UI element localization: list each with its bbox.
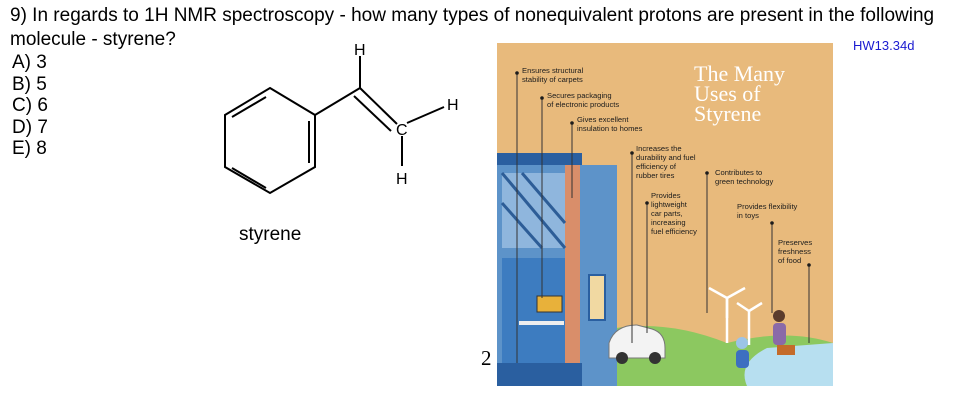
label-green-1: Contributes to [715, 168, 762, 177]
molecule-name: styrene [239, 224, 302, 245]
label-carpets-1: Ensures structural [522, 66, 584, 75]
atom-h-bottom: H [396, 171, 408, 188]
page-number: 2 [481, 346, 492, 370]
label-carparts-3: car parts, [651, 209, 683, 218]
label-packaging-1: Secures packaging [547, 91, 612, 100]
label-tires-4: rubber tires [636, 171, 675, 180]
house-roof [497, 153, 582, 165]
ring-double-bond-2 [231, 167, 267, 189]
car [608, 324, 666, 364]
choice-b: B) 5 [12, 73, 47, 95]
leader-lines [516, 73, 810, 363]
desk [519, 321, 564, 325]
label-tires-3: efficiency of [636, 162, 677, 171]
choice-e: E) 8 [12, 138, 47, 159]
label-carparts-5: fuel efficiency [651, 227, 697, 236]
atom-h-top: H [354, 42, 366, 59]
path [744, 343, 833, 386]
label-toys-2: in toys [737, 211, 759, 220]
bond-double-line [353, 95, 392, 132]
label-carparts-2: lightweight [651, 200, 688, 209]
wind-turbines [708, 286, 763, 345]
label-insulation-1: Gives excellent [577, 115, 629, 124]
label-carpets-2: stability of carpets [522, 75, 583, 84]
benzene-ring [224, 86, 316, 195]
label-food-1: Preserves [778, 238, 812, 247]
infographic-title-line-3: Styrene [694, 101, 761, 126]
label-food-2: freshness [778, 247, 811, 256]
bond-ch-c [359, 87, 398, 125]
label-carparts-1: Provides [651, 191, 681, 200]
label-green-2: green technology [715, 177, 773, 186]
bond-ring-ch [314, 87, 361, 116]
question-text: 9) In regards to 1H NMR spectroscopy - h… [10, 5, 935, 50]
answer-choices: A) 3 B) 5 C) 6 D) 7 E) 8 [12, 52, 48, 160]
house-column [565, 165, 580, 386]
house-window [588, 274, 606, 321]
label-tires-2: durability and fuel [636, 153, 696, 162]
choice-c: C) 6 [12, 95, 48, 116]
label-insulation-2: insulation to homes [577, 124, 643, 133]
atom-h-right: H [447, 97, 459, 114]
infographic-title-line-1: The Many [694, 61, 785, 86]
homework-code: HW13.34d [853, 38, 915, 53]
label-food-3: of food [778, 256, 801, 265]
family-figures [736, 310, 795, 368]
atom-c: C [396, 122, 408, 139]
house-floor [497, 363, 582, 386]
label-toys-1: Provides flexibility [737, 202, 798, 211]
bond-c-h-right [406, 106, 445, 124]
label-tires-1: Increases the [636, 144, 682, 153]
computer-monitor [536, 295, 563, 313]
choice-a: A) 3 [12, 52, 47, 73]
infographic-title-line-2: Uses of [694, 81, 761, 106]
styrene-uses-infographic: The Many Uses of Styrene Ensures structu… [497, 43, 833, 386]
styrene-structure: H H C H [224, 42, 459, 195]
choice-d: D) 7 [12, 116, 48, 138]
label-packaging-2: of electronic products [547, 100, 619, 109]
label-carparts-4: increasing [651, 218, 686, 227]
ring-double-bond-3 [231, 96, 267, 118]
